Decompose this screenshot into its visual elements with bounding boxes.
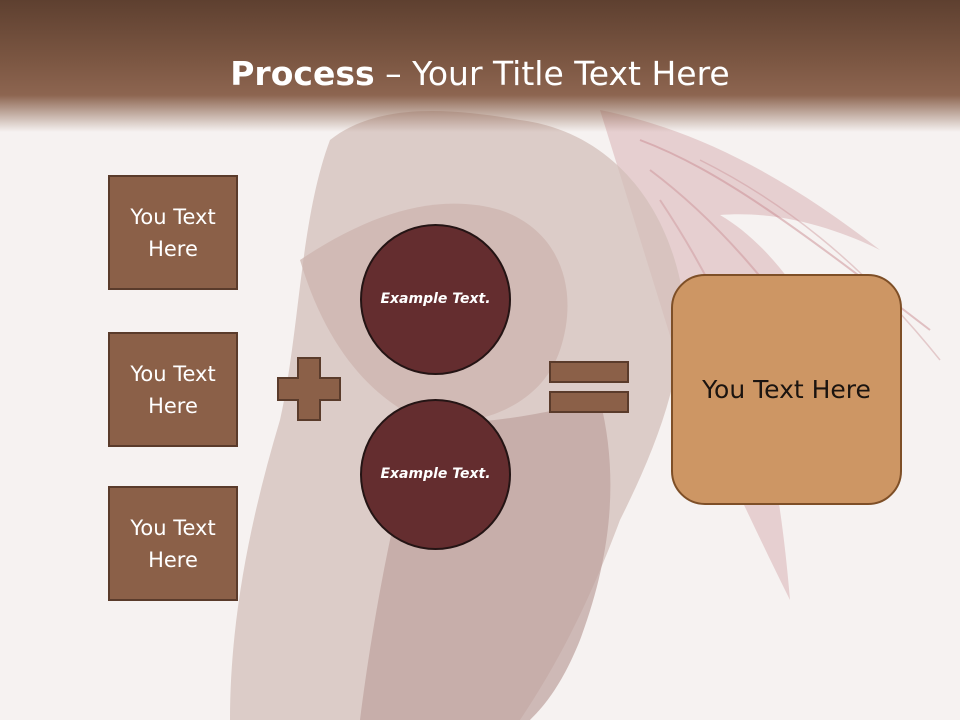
- equals-icon: [549, 361, 629, 413]
- input-box-3: You Text Here: [108, 486, 238, 601]
- example-circle-2: Example Text.: [360, 399, 511, 550]
- input-box-2: You Text Here: [108, 332, 238, 447]
- title-rest: – Your Title Text Here: [374, 54, 730, 93]
- input-box-1: You Text Here: [108, 175, 238, 290]
- result-box: You Text Here: [671, 274, 902, 505]
- title-bold: Process: [230, 54, 375, 93]
- example-circle-1: Example Text.: [360, 224, 511, 375]
- plus-icon: [277, 357, 341, 421]
- title-bar: [0, 0, 960, 132]
- slide-title: Process – Your Title Text Here: [0, 52, 960, 96]
